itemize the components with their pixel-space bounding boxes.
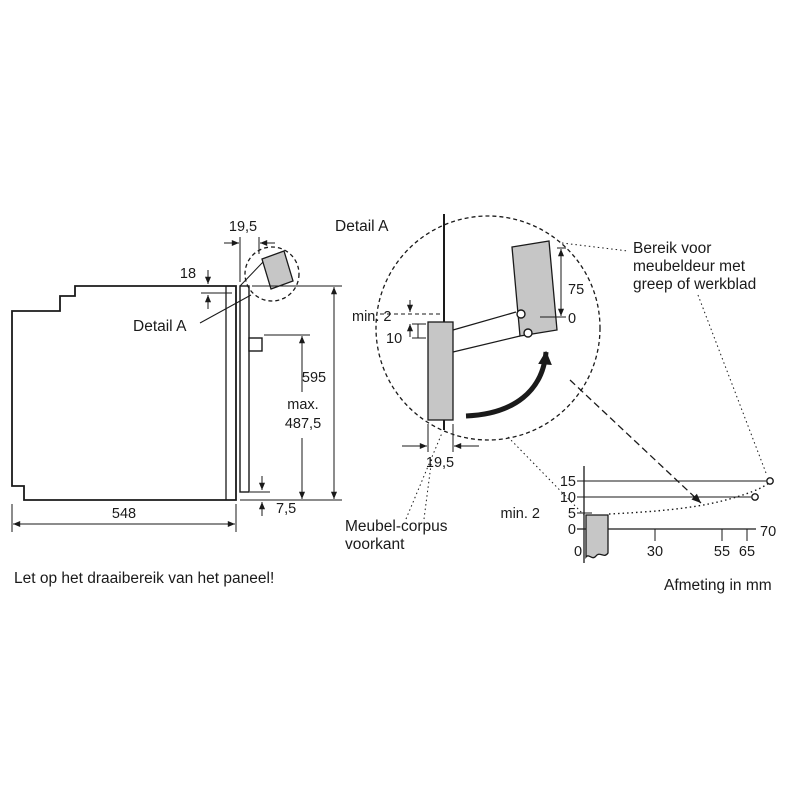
- door-swing-arrow: [465, 350, 552, 419]
- panel-cross-section: [585, 514, 609, 559]
- dim-min-gap: [380, 300, 444, 337]
- xtick-65: 65: [739, 544, 755, 560]
- clearance-curve: [608, 481, 771, 515]
- xtick-55: 55: [714, 544, 730, 560]
- detail-door-open-panel: [511, 240, 558, 337]
- xmax-70: 70: [760, 524, 776, 540]
- detail-door-panel: [427, 321, 454, 421]
- door-hinge-lug: [248, 337, 263, 352]
- chart-min-label: min. 2: [501, 506, 541, 522]
- dim-label-overlap: 10: [386, 331, 402, 347]
- curve-point-70-15: [766, 477, 774, 485]
- dim-label-door-travel: 75: [568, 282, 584, 298]
- detail-a-title: Detail A: [335, 218, 389, 235]
- dim-label-zero-ref: 0: [568, 311, 576, 327]
- hinge-linkage: [452, 309, 533, 353]
- range-note-line3: greep of werkblad: [633, 276, 756, 293]
- dim-depth-548: [11, 504, 237, 532]
- dim-label-bottom-gap: 7,5: [276, 501, 296, 517]
- dim-label-height: 595: [302, 370, 326, 386]
- chart-caption: Afmeting in mm: [664, 577, 772, 594]
- dim-bottom-gap: [250, 476, 270, 516]
- dim-label-max-prefix: max.: [287, 397, 318, 413]
- dim-door-travel-75: [540, 247, 566, 318]
- detail-a-leader: [199, 294, 252, 324]
- detail-a-label-left: Detail A: [133, 318, 187, 335]
- dim-overlap-10: [412, 323, 426, 339]
- ytick-15: 15: [560, 474, 576, 490]
- ytick-10: 10: [560, 490, 576, 506]
- corpus-leader-1: [405, 432, 443, 520]
- detail-a-marker-circle: [244, 246, 300, 302]
- ytick-5: 5: [568, 506, 576, 522]
- hinge-link-line: [239, 261, 264, 287]
- dim-height-595: [240, 285, 342, 501]
- note-to-chart-dotted: [697, 294, 767, 474]
- dim-label-depth: 548: [112, 506, 136, 522]
- dim-hinge-offset: [201, 270, 232, 309]
- door-range-note: Bereik voor meubeldeur met greep of werk…: [633, 240, 767, 474]
- dim-max-487: [264, 334, 310, 499]
- dim-label-door-thickness: 19,5: [426, 455, 454, 471]
- dim-top-width: [224, 237, 275, 282]
- swing-range-note: Let op het draaibereik van het paneel!: [14, 570, 274, 587]
- oven-door-panel: [239, 285, 250, 493]
- oven-side-view: 19,5 18 Detail A 595 max. 487,5: [11, 219, 342, 587]
- dim-label-top-width: 19,5: [229, 219, 257, 235]
- curve-point-65-10: [751, 493, 759, 501]
- corpus-label-line1: Meubel-corpus: [345, 518, 448, 535]
- range-note-line2: meubeldeur met: [633, 258, 746, 275]
- xtick-30: 30: [647, 544, 663, 560]
- corpus-leader-2: [423, 456, 433, 520]
- detail-a-circle: [375, 215, 601, 441]
- corpus-label-line2: voorkant: [345, 536, 405, 553]
- circle-to-note-dotted: [561, 242, 629, 252]
- clearance-chart: 15 10 5 0 min. 2 0 30 55 65 70 Afmeting …: [501, 466, 776, 594]
- ytick-0: 0: [568, 522, 576, 538]
- detail-to-chart-arrow: [569, 379, 702, 504]
- detail-to-chart-dotted: [507, 436, 585, 516]
- hinge-detail-shape: [261, 250, 294, 290]
- dim-door-thickness: [402, 424, 479, 452]
- xtick-0: 0: [574, 544, 582, 560]
- dim-label-max-value: 487,5: [285, 416, 321, 432]
- dim-label-min-gap: min. 2: [352, 309, 392, 325]
- oven-outline: [11, 285, 237, 501]
- dim-label-hinge-offset: 18: [180, 266, 196, 282]
- range-note-line1: Bereik voor: [633, 240, 711, 257]
- detail-a-view: Detail A min. 2 10: [335, 214, 702, 553]
